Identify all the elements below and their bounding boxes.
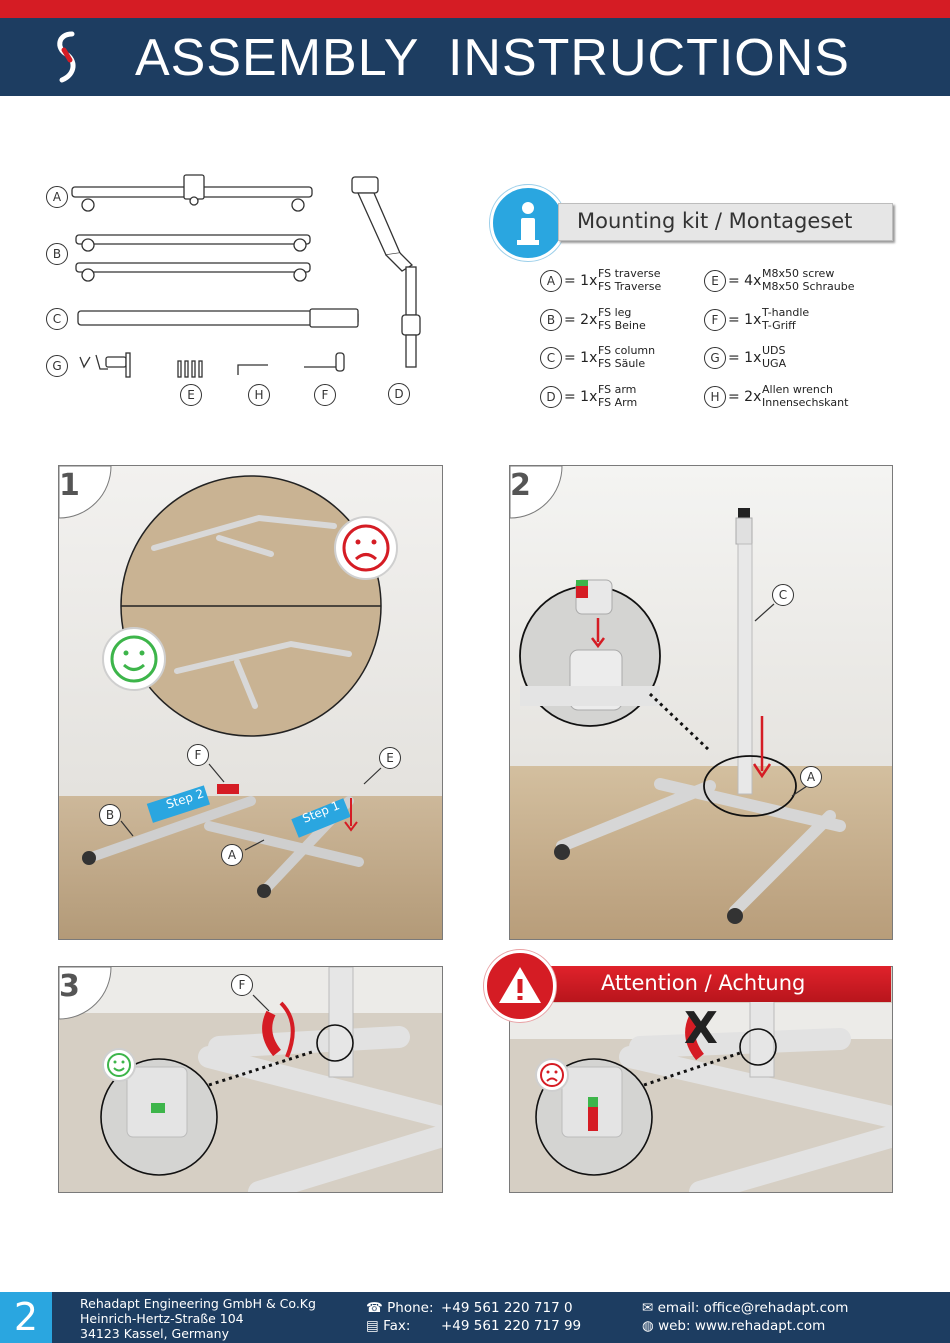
company-name: Rehadapt Engineering GmbH & Co.Kg (80, 1296, 316, 1311)
part-label-c: C (46, 308, 68, 330)
kit-letter: C (540, 347, 562, 369)
attention-panel: X (509, 966, 893, 1193)
step-1-panel: 1 Step 2 Step 1 B A E F (58, 465, 443, 940)
kit-qty: = 1x (728, 312, 762, 328)
fax-icon: ▤ (366, 1318, 379, 1334)
phone-icon: ☎ (366, 1300, 383, 1316)
mounting-kit-title: Mounting kit / Montageset (577, 209, 853, 233)
top-red-stripe (0, 0, 950, 18)
parts-overview: A B C G E H F D (40, 165, 440, 415)
callout-e: E (379, 747, 401, 769)
mounting-kit-heading: Mounting kit / Montageset (558, 203, 893, 241)
kit-qty: = 2x (728, 389, 762, 405)
kit-letter: D (540, 386, 562, 408)
info-icon (490, 185, 566, 261)
email-link[interactable]: email: office@rehadapt.com (657, 1300, 849, 1316)
step-1-illustration (59, 466, 442, 939)
part-label-a: A (46, 186, 68, 208)
part-label-e: E (180, 384, 202, 406)
part-label-f: F (314, 384, 336, 406)
company-street: Heinrich-Hertz-Straße 104 (80, 1311, 244, 1326)
page-title: ASSEMBLY INSTRUCTIONS (135, 29, 850, 87)
attention-title: Attention / Achtung (601, 971, 806, 995)
part-label-b: B (46, 243, 68, 265)
web-link[interactable]: web: www.rehadapt.com (658, 1318, 826, 1334)
fax-number: +49 561 220 717 99 (441, 1318, 582, 1334)
attention-illustration (510, 967, 892, 1192)
kit-qty: = 1x (564, 350, 598, 366)
callout-a: A (221, 844, 243, 866)
phone-row: ☎ Phone: +49 561 220 717 0 (366, 1300, 573, 1317)
kit-letter: A (540, 270, 562, 292)
page-number: 2 (0, 1292, 52, 1343)
wrong-mark: X (684, 1003, 718, 1054)
callout-a: A (800, 766, 822, 788)
callout-f: F (187, 744, 209, 766)
kit-letter: E (704, 270, 726, 292)
step-3-illustration (59, 967, 442, 1192)
phone-label: Phone: (387, 1300, 434, 1316)
globe-icon: ◍ (642, 1318, 654, 1334)
warning-icon (484, 950, 556, 1022)
callout-c: C (772, 584, 794, 606)
kit-qty: = 4x (728, 273, 762, 289)
kit-qty: = 1x (728, 350, 762, 366)
kit-qty: = 2x (564, 312, 598, 328)
step-3-number: 3 (59, 969, 80, 1004)
brand-logo-icon (57, 31, 76, 83)
callout-f: F (231, 974, 253, 996)
email-row: ✉ email: office@rehadapt.com (642, 1300, 848, 1317)
step-2-panel: 2 C A (509, 465, 893, 940)
fax-label: Fax: (383, 1318, 411, 1334)
step-3-panel: 3 F (58, 966, 443, 1193)
part-label-d: D (388, 383, 410, 405)
kit-letter: B (540, 309, 562, 331)
fax-row: ▤ Fax: +49 561 220 717 99 (366, 1318, 581, 1335)
email-icon: ✉ (642, 1300, 654, 1316)
step-1-number: 1 (59, 468, 80, 503)
kit-letter: F (704, 309, 726, 331)
page-header: ASSEMBLY INSTRUCTIONS (0, 18, 950, 96)
phone-number[interactable]: +49 561 220 717 0 (441, 1300, 573, 1316)
kit-letter: H (704, 386, 726, 408)
company-address: Rehadapt Engineering GmbH & Co.Kg Heinri… (80, 1296, 316, 1341)
parts-drawing (71, 174, 421, 378)
part-label-h: H (248, 384, 270, 406)
attention-heading: Attention / Achtung (545, 966, 891, 1002)
kit-qty: = 1x (564, 273, 598, 289)
step-2-number: 2 (510, 468, 531, 503)
part-label-g: G (46, 355, 68, 377)
callout-b: B (99, 804, 121, 826)
kit-letter: G (704, 347, 726, 369)
step-2-illustration (510, 466, 892, 939)
page-footer: 2 Rehadapt Engineering GmbH & Co.Kg Hein… (0, 1292, 950, 1343)
company-city: 34123 Kassel, Germany (80, 1326, 229, 1341)
kit-qty: = 1x (564, 389, 598, 405)
web-row: ◍ web: www.rehadapt.com (642, 1318, 825, 1335)
